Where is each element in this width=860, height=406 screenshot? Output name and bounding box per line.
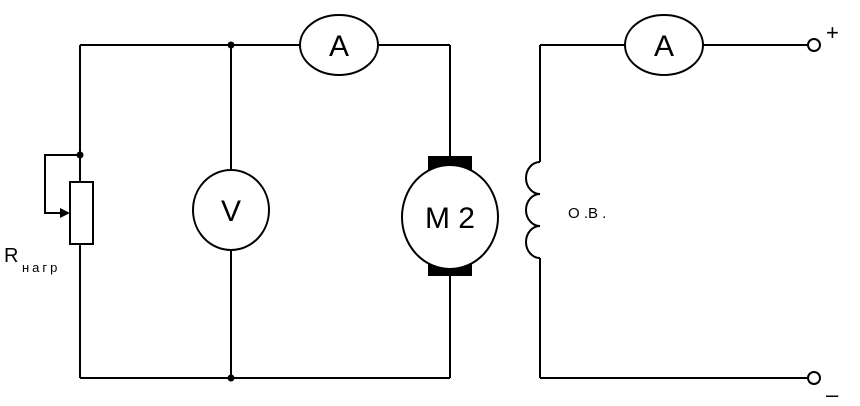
minus-terminal-icon [807, 371, 821, 385]
field-winding-label: О .В . [568, 205, 606, 222]
ammeter-field: A [624, 14, 704, 76]
junction-top [227, 41, 235, 49]
load-resistor-subscript: нагр [22, 260, 60, 275]
armature-circuit-wires [79, 44, 451, 379]
field-winding-coil [525, 161, 541, 259]
ammeter-field-label: A [654, 30, 674, 63]
load-resistor-label: R [4, 245, 18, 267]
voltmeter: V [192, 169, 270, 251]
ammeter-armature: A [299, 14, 379, 76]
field-circuit-wires [539, 44, 808, 379]
load-rheostat [44, 154, 94, 245]
ammeter-armature-label: A [329, 30, 349, 63]
plus-terminal-icon [807, 38, 821, 52]
voltmeter-label: V [221, 195, 241, 228]
motor: M 2 [401, 156, 499, 276]
junction-bottom [227, 374, 235, 382]
motor-label: M 2 [425, 202, 475, 235]
minus-terminal-label: – [826, 382, 839, 406]
plus-terminal-label: + [826, 20, 839, 45]
